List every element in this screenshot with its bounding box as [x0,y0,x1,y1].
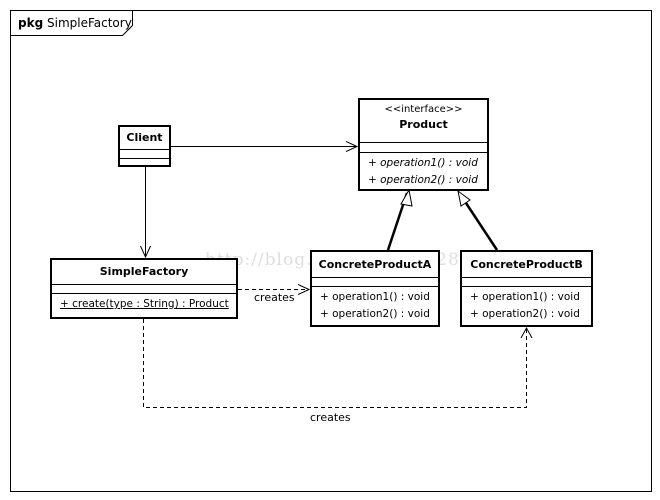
class-concrete-product-b-operation-1: + operation1() : void [470,291,580,303]
creates-dependency-b [143,319,527,408]
class-concrete-product-a-attributes [312,277,438,286]
realization-b-arrowhead [457,189,471,207]
class-concrete-product-b-operation-2: + operation2() : void [470,308,580,320]
package-name: SimpleFactory [47,16,132,30]
class-concrete-product-a[interactable]: ConcreteProductA + operation1() : void +… [310,250,440,327]
class-product-header: <<interface>> Product [360,100,487,142]
class-simplefactory-attributes [52,284,236,293]
creates-dependency-b-arrowhead [520,326,533,339]
class-client-attributes [120,149,169,158]
class-simplefactory-operations: + create(type : String) : Product [52,293,236,313]
class-concrete-product-b[interactable]: ConcreteProductB + operation1() : void +… [460,250,593,327]
class-concrete-product-b-attributes [462,277,591,286]
class-concrete-product-a-name: ConcreteProductA [318,258,432,271]
package-frame [10,10,652,492]
package-tab [10,10,133,36]
class-product[interactable]: <<interface>> Product + operation1() : v… [358,98,489,191]
class-product-operations: + operation1() : void + operation2() : v… [360,152,487,189]
creates-label-a: creates [254,291,295,304]
class-client-name: Client [126,131,163,144]
realization-b-product [460,196,499,251]
package-keyword: pkg [18,16,44,30]
class-simplefactory-operation-1: + create(type : String) : Product [60,298,229,310]
class-client[interactable]: Client [118,125,171,167]
class-product-operation-2: + operation2() : void [368,174,478,186]
class-concrete-product-a-operation-1: + operation1() : void [320,291,430,303]
class-product-stereotype: <<interface>> [384,104,463,115]
class-product-name: Product [399,118,448,131]
class-concrete-product-a-operation-2: + operation2() : void [320,308,430,320]
creates-label-b: creates [310,411,351,424]
class-product-operation-1: + operation1() : void [368,157,478,169]
package-title: pkg SimpleFactory [18,16,132,30]
class-product-attributes [360,142,487,152]
class-concrete-product-b-name: ConcreteProductB [470,258,583,271]
class-client-operations [120,158,169,165]
class-simplefactory-name: SimpleFactory [99,265,189,278]
class-simplefactory[interactable]: SimpleFactory + create(type : String) : … [50,258,238,319]
class-concrete-product-b-operations: + operation1() : void + operation2() : v… [462,286,591,323]
realization-a-arrowhead [400,188,413,207]
class-concrete-product-a-operations: + operation1() : void + operation2() : v… [312,286,438,323]
